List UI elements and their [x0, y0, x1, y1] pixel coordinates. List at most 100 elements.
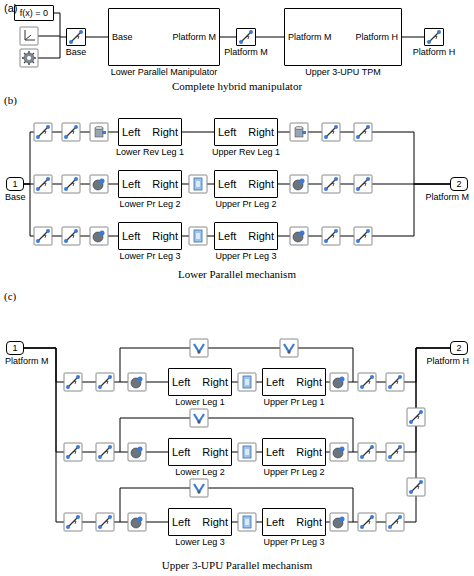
figure-caption: Complete hybrid manipulator [172, 80, 302, 93]
connection-port-label: Right [296, 516, 322, 529]
connection-port-label: Platform M [288, 32, 332, 42]
connection-port-label: Right [248, 230, 274, 243]
sph-block-icon [290, 227, 308, 245]
frame-block-icon [62, 227, 80, 245]
frame-block-icon [64, 373, 82, 391]
connection-line [220, 37, 236, 38]
port-block: 2Platform H [450, 341, 468, 355]
subsystem-name: Lower Pr Leg 2 [119, 199, 180, 209]
pri-block-icon [238, 373, 256, 391]
subsystem-name: Lower Pr Leg 3 [119, 251, 180, 261]
connection-port-label: Right [202, 376, 228, 389]
connection-line [182, 132, 214, 133]
frame-block-icon [64, 513, 82, 531]
subsystem-block: LeftRightUpper Pr Leg 2 [262, 438, 326, 466]
connection-port-label: Right [152, 230, 178, 243]
frame-block-icon [358, 373, 376, 391]
frame-block: Base [66, 28, 86, 46]
rev-block-icon [290, 123, 308, 141]
subsystem-block: BasePlatform MLower Parallel Manipulator [108, 8, 220, 66]
connection-port-label: Left [266, 516, 284, 529]
port-number: 2 [456, 179, 461, 189]
sph-block-icon [330, 373, 348, 391]
frame-block-icon [322, 123, 340, 141]
wire [38, 37, 60, 58]
figure-caption: Upper 3-UPU Parallel mechanism [162, 559, 313, 572]
port-name: Platform H [426, 356, 469, 366]
subsystem-block: LeftRightLower Leg 3 [168, 508, 232, 536]
connection-port-label: Right [296, 376, 322, 389]
frame-block-icon [386, 513, 404, 531]
pri-block-icon [238, 513, 256, 531]
sph-block-icon [330, 443, 348, 461]
panel-label: (b) [4, 94, 17, 107]
connection-port-label: Left [218, 230, 236, 243]
subsystem-block: LeftRightUpper Pr Leg 1 [262, 368, 326, 396]
port-name: Platform M [5, 356, 49, 366]
subsystem-block: LeftRightLower Pr Leg 3 [118, 222, 182, 250]
connection-port-label: Right [248, 126, 274, 139]
subsystem-name: Upper Pr Leg 2 [263, 467, 324, 477]
port-number: 1 [12, 343, 17, 353]
subsystem-block: LeftRightUpper Pr Leg 3 [214, 222, 278, 250]
connection-port-label: Base [112, 32, 133, 42]
subsystem-name: Upper Pr Leg 3 [215, 251, 276, 261]
pri-block-icon [238, 443, 256, 461]
port-block: 2Platform M [450, 177, 468, 191]
subsystem-block: LeftRightLower Rev Leg 1 [118, 118, 182, 146]
frame-block-icon [407, 408, 425, 426]
u-block-icon [280, 339, 298, 357]
frame-block-icon [407, 478, 425, 496]
frame-block-icon [354, 175, 372, 193]
subsystem-name: Upper Pr Leg 2 [215, 199, 276, 209]
frame-block-icon [358, 443, 376, 461]
world-block-icon [20, 27, 38, 45]
subsystem-block: Platform MPlatform HUpper 3-UPU TPM [284, 8, 402, 66]
frame-block: Platform H [424, 28, 444, 46]
subsystem-block: LeftRightUpper Rev Leg 1 [214, 118, 278, 146]
subsystem-name: Upper Pr Leg 1 [263, 397, 324, 407]
subsystem-block: LeftRightLower Leg 2 [168, 438, 232, 466]
frame-block-icon [354, 123, 372, 141]
sph-block-icon [90, 227, 108, 245]
connection-port-label: Left [266, 446, 284, 459]
frame-block-icon [34, 123, 52, 141]
pri-block-icon [189, 227, 207, 245]
connection-port-label: Left [122, 230, 140, 243]
connection-port-label: Right [152, 126, 178, 139]
subsystem-name: Lower Parallel Manipulator [111, 67, 218, 77]
frame-block-icon [322, 175, 340, 193]
rev-block-icon [90, 123, 108, 141]
port-number: 2 [456, 343, 461, 353]
subsystem-name: Upper Rev Leg 1 [212, 147, 280, 157]
u-block-icon [190, 479, 208, 497]
connection-line [402, 37, 424, 38]
frame-block-icon [96, 443, 114, 461]
subsystem-name: Lower Leg 2 [175, 467, 225, 477]
connection-port-label: Left [172, 516, 190, 529]
panel-label: (a) [4, 2, 17, 15]
block-name: Platform M [224, 47, 268, 57]
frame-block-icon [62, 123, 80, 141]
connection-port-label: Left [122, 178, 140, 191]
connection-port-label: Left [218, 178, 236, 191]
frame-block-icon [69, 30, 83, 44]
port-block: 1Base [6, 177, 24, 191]
subsystem-name: Lower Rev Leg 1 [116, 147, 184, 157]
figure-caption: Lower Parallel mechanism [178, 268, 296, 281]
wire [38, 36, 60, 37]
frame-block-icon [64, 443, 82, 461]
frame-block-icon [358, 513, 376, 531]
subsystem-name: Lower Leg 1 [175, 397, 225, 407]
subsystem-block: LeftRightUpper Pr Leg 2 [214, 170, 278, 198]
connection-line [326, 348, 450, 522]
connection-port-label: Platform H [355, 32, 398, 42]
frame-block: Platform M [236, 28, 256, 46]
connection-line [256, 37, 284, 38]
subsystem-block: LeftRightUpper Pr Leg 3 [262, 508, 326, 536]
sph-block-icon [330, 513, 348, 531]
frame-block-icon [62, 175, 80, 193]
frame-block-icon [34, 175, 52, 193]
frame-block-icon [386, 373, 404, 391]
